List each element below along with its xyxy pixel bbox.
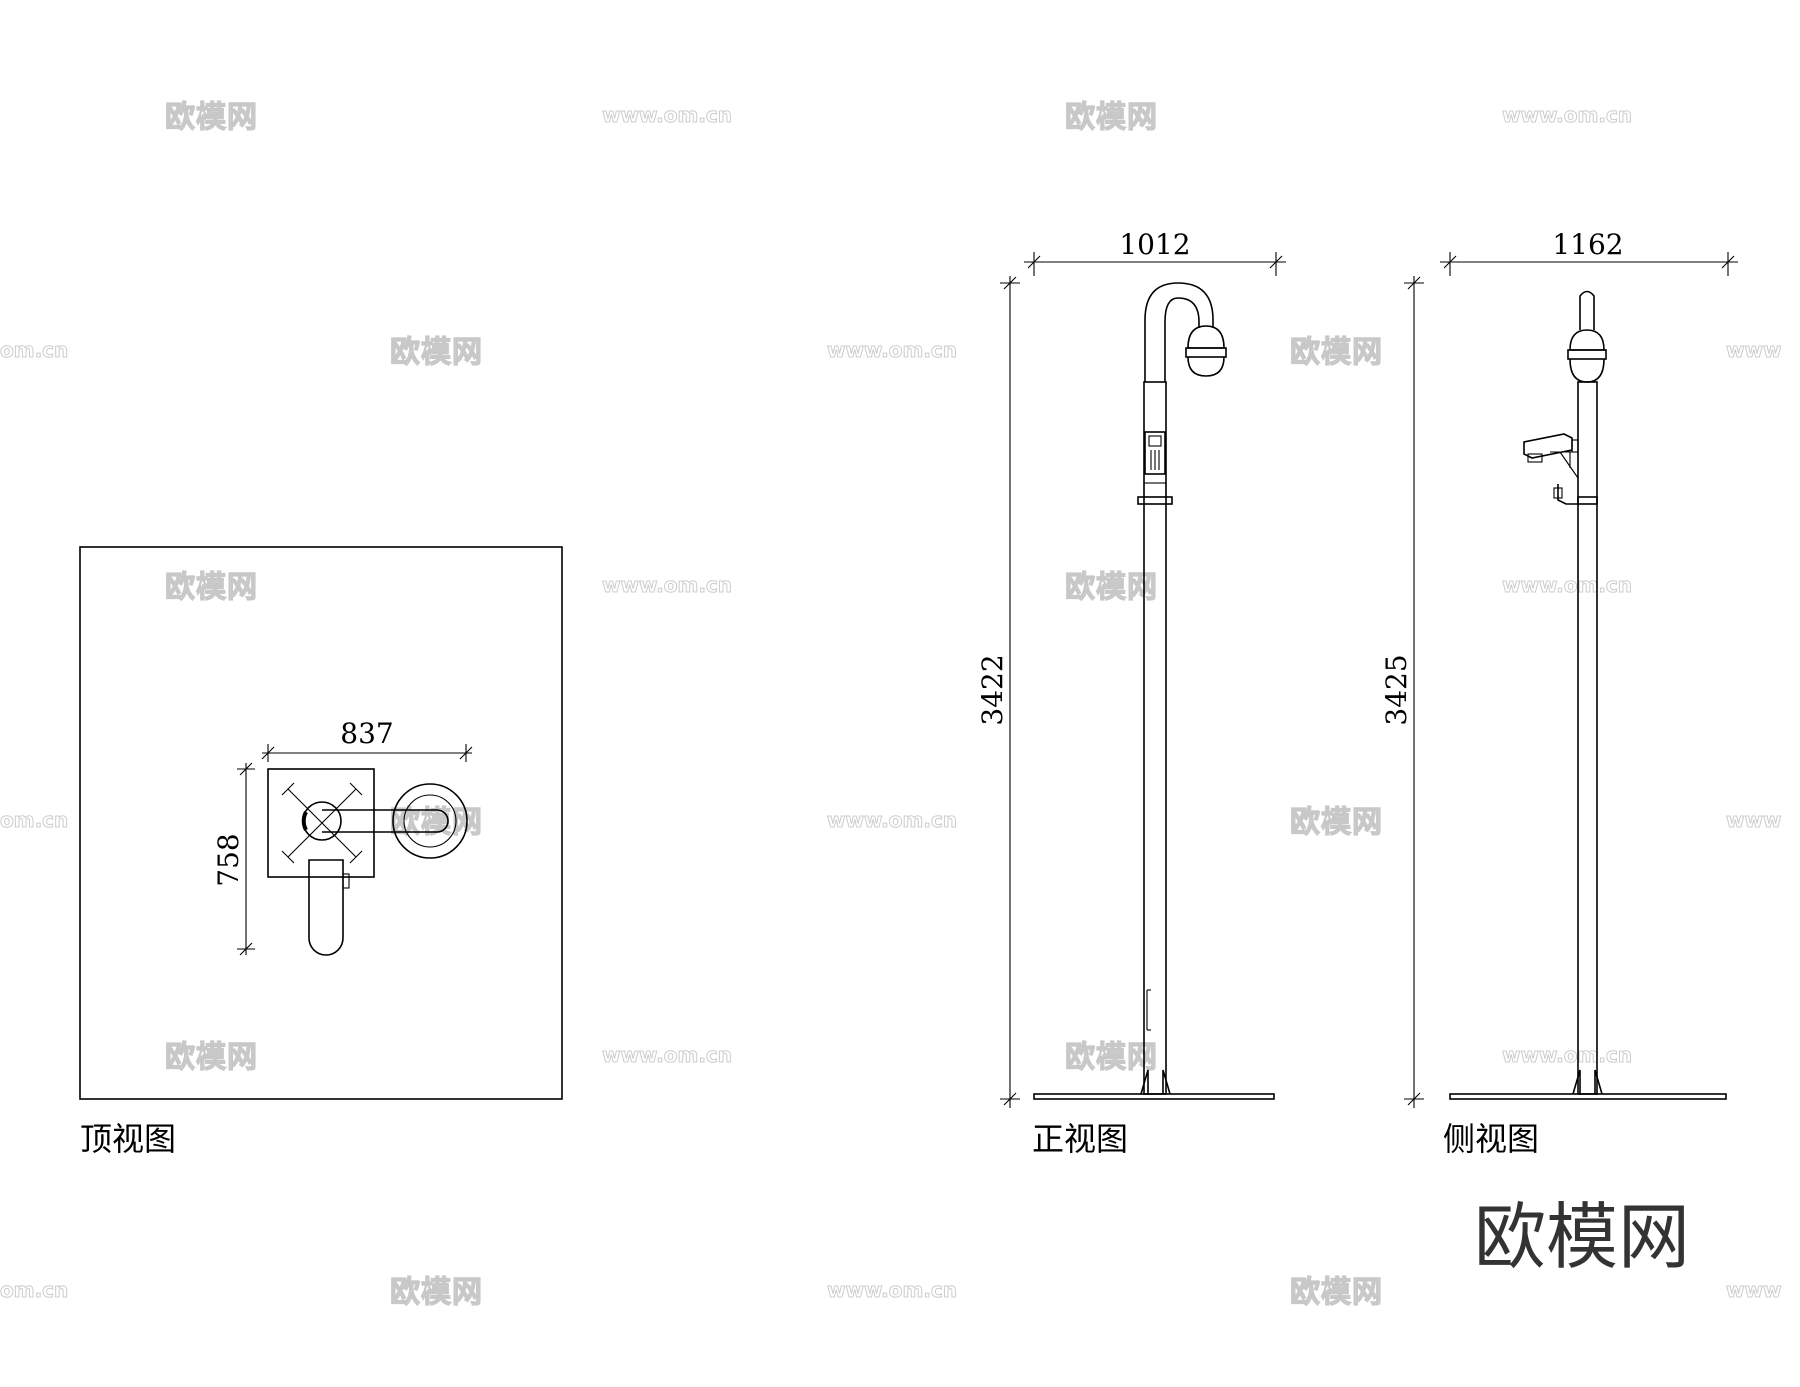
pole-arm [322,809,449,833]
side-junction-box [1553,484,1598,505]
watermark-url: om.cn [0,338,68,362]
watermark-cn: 欧模网 [165,570,258,605]
watermark-layer: 欧模网 www.om.cn 欧模网 www.om.cn om.cn 欧模网 ww… [0,99,1782,1310]
front-gooseneck-inner [1164,297,1200,382]
top-view-frame [79,546,563,1100]
watermark-cn: 欧模网 [390,335,483,370]
camera-dome-outer [392,783,468,859]
watermark-url: om.cn [0,808,68,832]
dim-width-value: 837 [340,717,393,750]
side-dimension-height: 3425 [1380,276,1424,1108]
view-label-side: 侧视图 [1443,1120,1539,1158]
watermark-cn: 欧模网 [1290,1275,1383,1310]
watermark-cn: 欧模网 [165,100,258,135]
front-dome-top [1187,325,1225,349]
side-gusset-left [1572,1069,1581,1095]
front-view: 1012 3422 正视图 [976,228,1286,1158]
side-camera-housing [308,859,344,956]
watermark-url: www.om.cn [827,338,957,362]
view-label-top: 顶视图 [80,1120,176,1158]
front-clamp [1137,496,1173,505]
side-dome-band [1567,349,1607,360]
front-dome-lens [1187,356,1225,377]
pole-section [302,801,342,841]
front-dimension-width: 1012 [1024,228,1286,276]
view-label-front: 正视图 [1032,1120,1128,1158]
base-plate [267,768,375,878]
watermark-url: www.om.cn [1502,573,1632,597]
watermark-cn: 欧模网 [165,1040,258,1075]
front-dim-width-value: 1012 [1119,228,1190,261]
front-dim-height-value: 3422 [976,654,1009,725]
watermark-url: www.om.cn [1502,1043,1632,1067]
watermark-url: www [1726,808,1781,832]
side-dome-lens [1569,358,1605,383]
side-top-spigot [1579,290,1595,330]
pole-detail [301,811,308,831]
side-dimension-width: 1162 [1440,228,1738,276]
watermark-cn: 欧模网 [1065,100,1158,135]
side-gusset-right [1594,1069,1603,1095]
watermark-url: www.om.cn [827,1278,957,1302]
watermark-url: www.om.cn [1502,103,1632,127]
front-gusset-right [1162,1069,1171,1095]
watermark-url: www.om.cn [602,103,732,127]
side-dome-top [1569,329,1605,351]
front-pole [1143,381,1167,1095]
dimension-height: 758 [212,762,255,956]
brand-logo-text: 欧模网 [1474,1195,1690,1279]
side-camera-clip [342,873,350,889]
watermark-url: www.om.cn [602,1043,732,1067]
dimension-width: 837 [261,717,473,762]
front-side-camera [1144,431,1166,475]
watermark-cn: 欧模网 [1065,570,1158,605]
side-view: 1162 3425 侧视图 [1380,228,1738,1158]
side-pole [1577,381,1598,1095]
watermark-cn: 欧模网 [1065,1040,1158,1075]
watermark-url: www.om.cn [827,808,957,832]
watermark-cn: 欧模网 [1290,335,1383,370]
side-dim-width-value: 1162 [1552,228,1623,261]
bracket-cross [281,782,363,864]
dim-height-value: 758 [212,833,245,886]
watermark-url: www [1726,1278,1781,1302]
front-dome-band [1185,347,1227,358]
watermark-url: www.om.cn [602,573,732,597]
watermark-url: om.cn [0,1278,68,1302]
watermark-url: www [1726,338,1781,362]
side-dim-height-value: 3425 [1380,654,1413,725]
watermark-cn: 欧模网 [1290,805,1383,840]
camera-dome-inner [403,794,457,848]
side-bullet-camera [1523,433,1579,479]
watermark-cn: 欧模网 [390,1275,483,1310]
front-clamp-box [1143,482,1167,498]
front-dimension-height: 3422 [976,276,1020,1108]
front-gooseneck-outer [1144,282,1214,382]
top-view: 837 758 顶视图 [79,546,563,1158]
